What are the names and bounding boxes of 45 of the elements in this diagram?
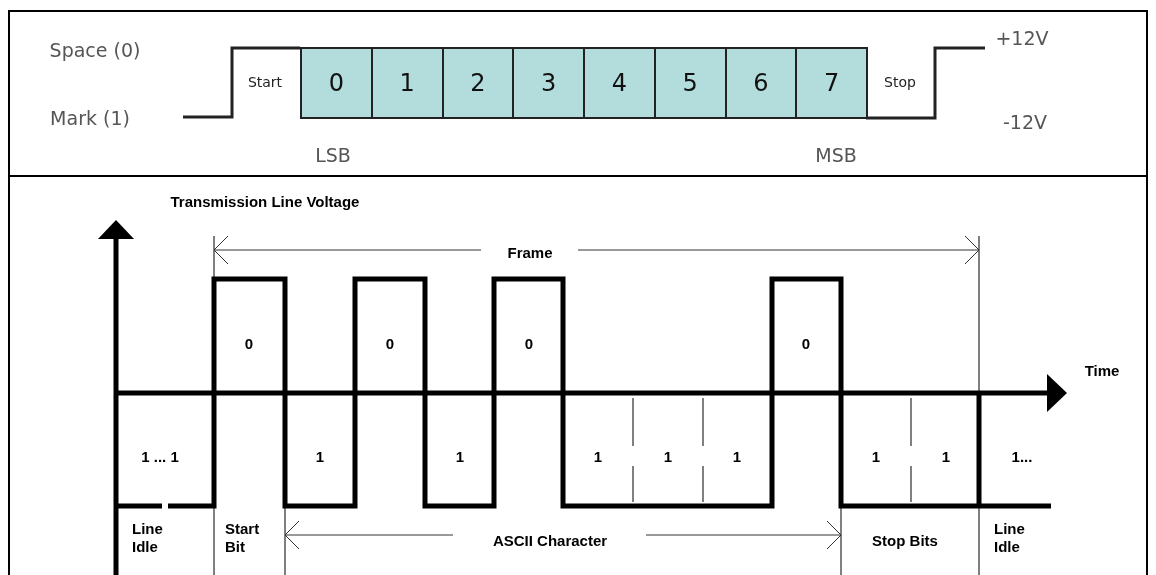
bit-value: 1 <box>593 447 603 465</box>
bit-value: 1... <box>1011 447 1033 465</box>
signal-label: LSB <box>315 144 351 166</box>
bit-value: 0 <box>244 334 254 352</box>
label-text: ASCII Character <box>492 531 608 549</box>
bit-value: 0 <box>801 334 811 352</box>
signal-label: Space (0) <box>49 39 141 61</box>
signal-label: MSB <box>815 144 857 166</box>
label-text: Line Idle <box>132 520 164 556</box>
bit-value: 1 <box>732 447 742 465</box>
bit-value: 1 ... 1 <box>141 447 179 465</box>
bit-number: 6 <box>753 69 769 97</box>
bit-cell <box>370 47 444 119</box>
bit-value: 1 <box>871 447 881 465</box>
bit-number: 3 <box>541 69 557 97</box>
bit-value: Time <box>1084 361 1120 379</box>
signal-label: Mark (1) <box>50 107 130 129</box>
bit-cell <box>583 47 656 119</box>
bit-number: 0 <box>328 69 344 97</box>
bit-value: 0 <box>524 334 534 352</box>
label-text: Transmission Line Voltage <box>170 192 360 210</box>
bit-number: 2 <box>470 69 486 97</box>
bit-number: 4 <box>611 69 627 97</box>
bit-cell <box>300 47 373 119</box>
bit-number: 5 <box>682 69 698 97</box>
label-text: Start <box>247 74 283 90</box>
bit-value: 1 <box>455 447 465 465</box>
bit-value: 1 <box>315 447 325 465</box>
signal-label: +12V <box>995 27 1049 49</box>
label-text: Frame <box>507 243 553 261</box>
bit-value: 0 <box>385 334 395 352</box>
bit-cell <box>724 47 798 119</box>
label-text: Stop Bits <box>872 531 938 549</box>
bit-cell <box>512 47 585 119</box>
bit-cell <box>795 47 868 119</box>
bit-number: 7 <box>824 69 840 97</box>
bit-number: 1 <box>399 69 415 97</box>
label-text: Line Idle <box>994 520 1026 556</box>
bit-cell <box>441 47 515 119</box>
label-text: Stop <box>884 74 916 90</box>
bit-value: 1 <box>941 447 951 465</box>
label-text: Start Bit <box>225 520 261 556</box>
bit-cell <box>653 47 727 119</box>
bit-value: 1 <box>663 447 673 465</box>
signal-label: -12V <box>1003 111 1047 133</box>
